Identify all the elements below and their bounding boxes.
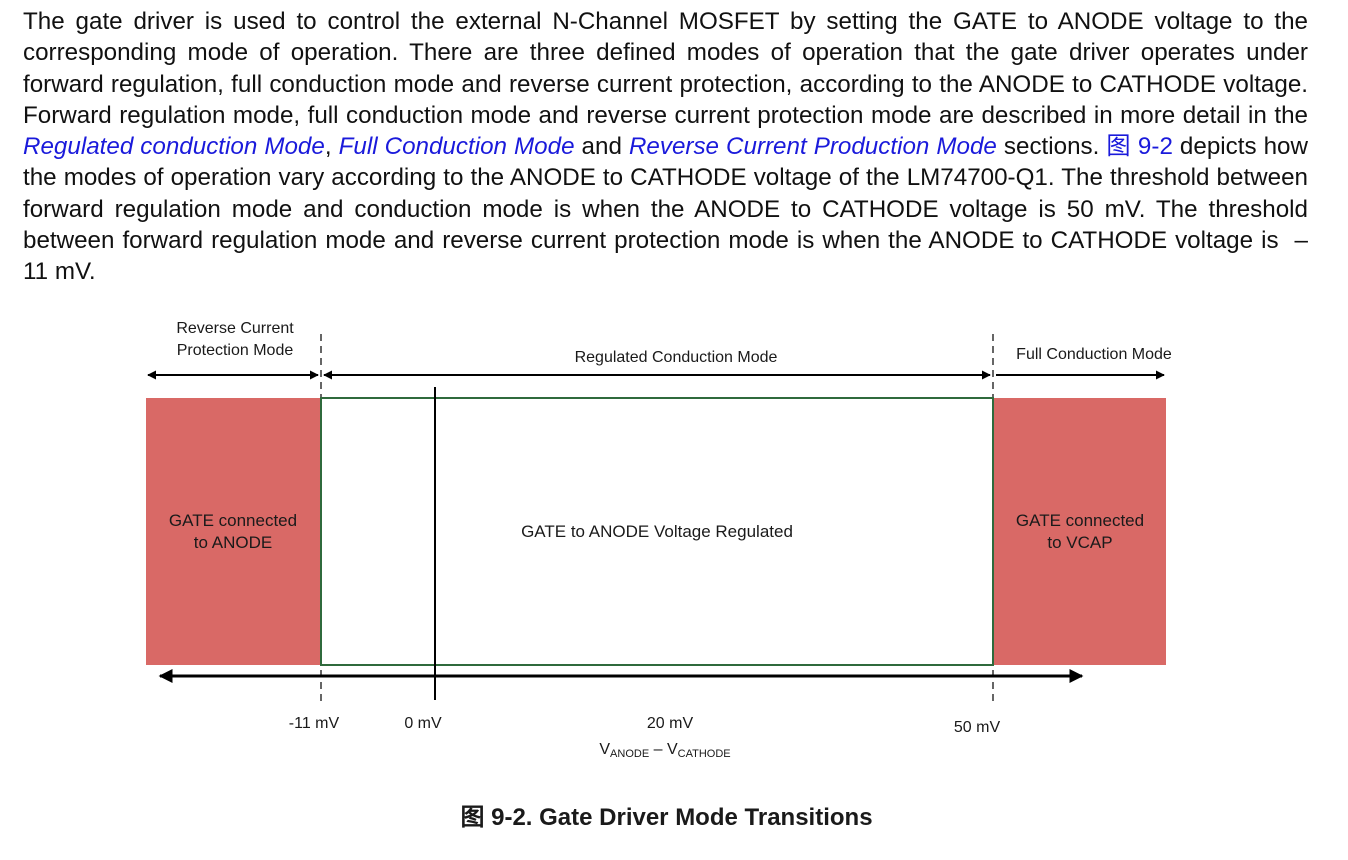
paragraph-text-1: The gate driver is used to control the e… [23, 8, 1308, 129]
tick-label-minus11: -11 mV [289, 715, 340, 732]
body-paragraph: The gate driver is used to control the e… [23, 6, 1308, 288]
regulated-mode-label: Regulated Conduction Mode [575, 349, 778, 366]
link-reverse-current-production-mode[interactable]: Reverse Current Production Mode [628, 133, 997, 161]
link-full-conduction-mode[interactable]: Full Conduction Mode [338, 133, 575, 161]
figure-caption: 图 9-2. Gate Driver Mode Transitions [460, 804, 873, 831]
tick-label-twenty: 20 mV [647, 715, 694, 732]
reverse-region [146, 398, 321, 665]
right-region-label-line2: to VCAP [1047, 533, 1112, 552]
link-regulated-conduction-mode[interactable]: Regulated conduction Mode [23, 133, 325, 161]
paragraph-text-2: , [324, 133, 339, 161]
left-region-label-line1: GATE connected [169, 511, 297, 530]
paragraph-text-4: sections. [996, 133, 1107, 161]
right-region-label-line1: GATE connected [1016, 511, 1144, 530]
paragraph-text-5: depicts how the modes of operation vary … [23, 133, 1308, 286]
full-conduction-region [993, 398, 1166, 665]
tick-label-fifty: 50 mV [954, 719, 1001, 736]
mode-transition-diagram: Reverse Current Protection Mode Regulate… [146, 320, 1172, 760]
tick-label-zero: 0 mV [404, 715, 442, 732]
paragraph-text-3: and [574, 133, 629, 161]
link-figure-9-2[interactable]: 图 9-2 [1106, 133, 1173, 161]
reverse-mode-label-line2: Protection Mode [177, 342, 294, 359]
axis-label: VANODE – VCATHODE [599, 741, 730, 760]
center-region-label: GATE to ANODE Voltage Regulated [521, 522, 793, 541]
reverse-mode-label-line1: Reverse Current [176, 320, 294, 337]
full-mode-label: Full Conduction Mode [1016, 346, 1172, 363]
left-region-label-line2: to ANODE [194, 533, 272, 552]
regulated-region [320, 397, 994, 666]
